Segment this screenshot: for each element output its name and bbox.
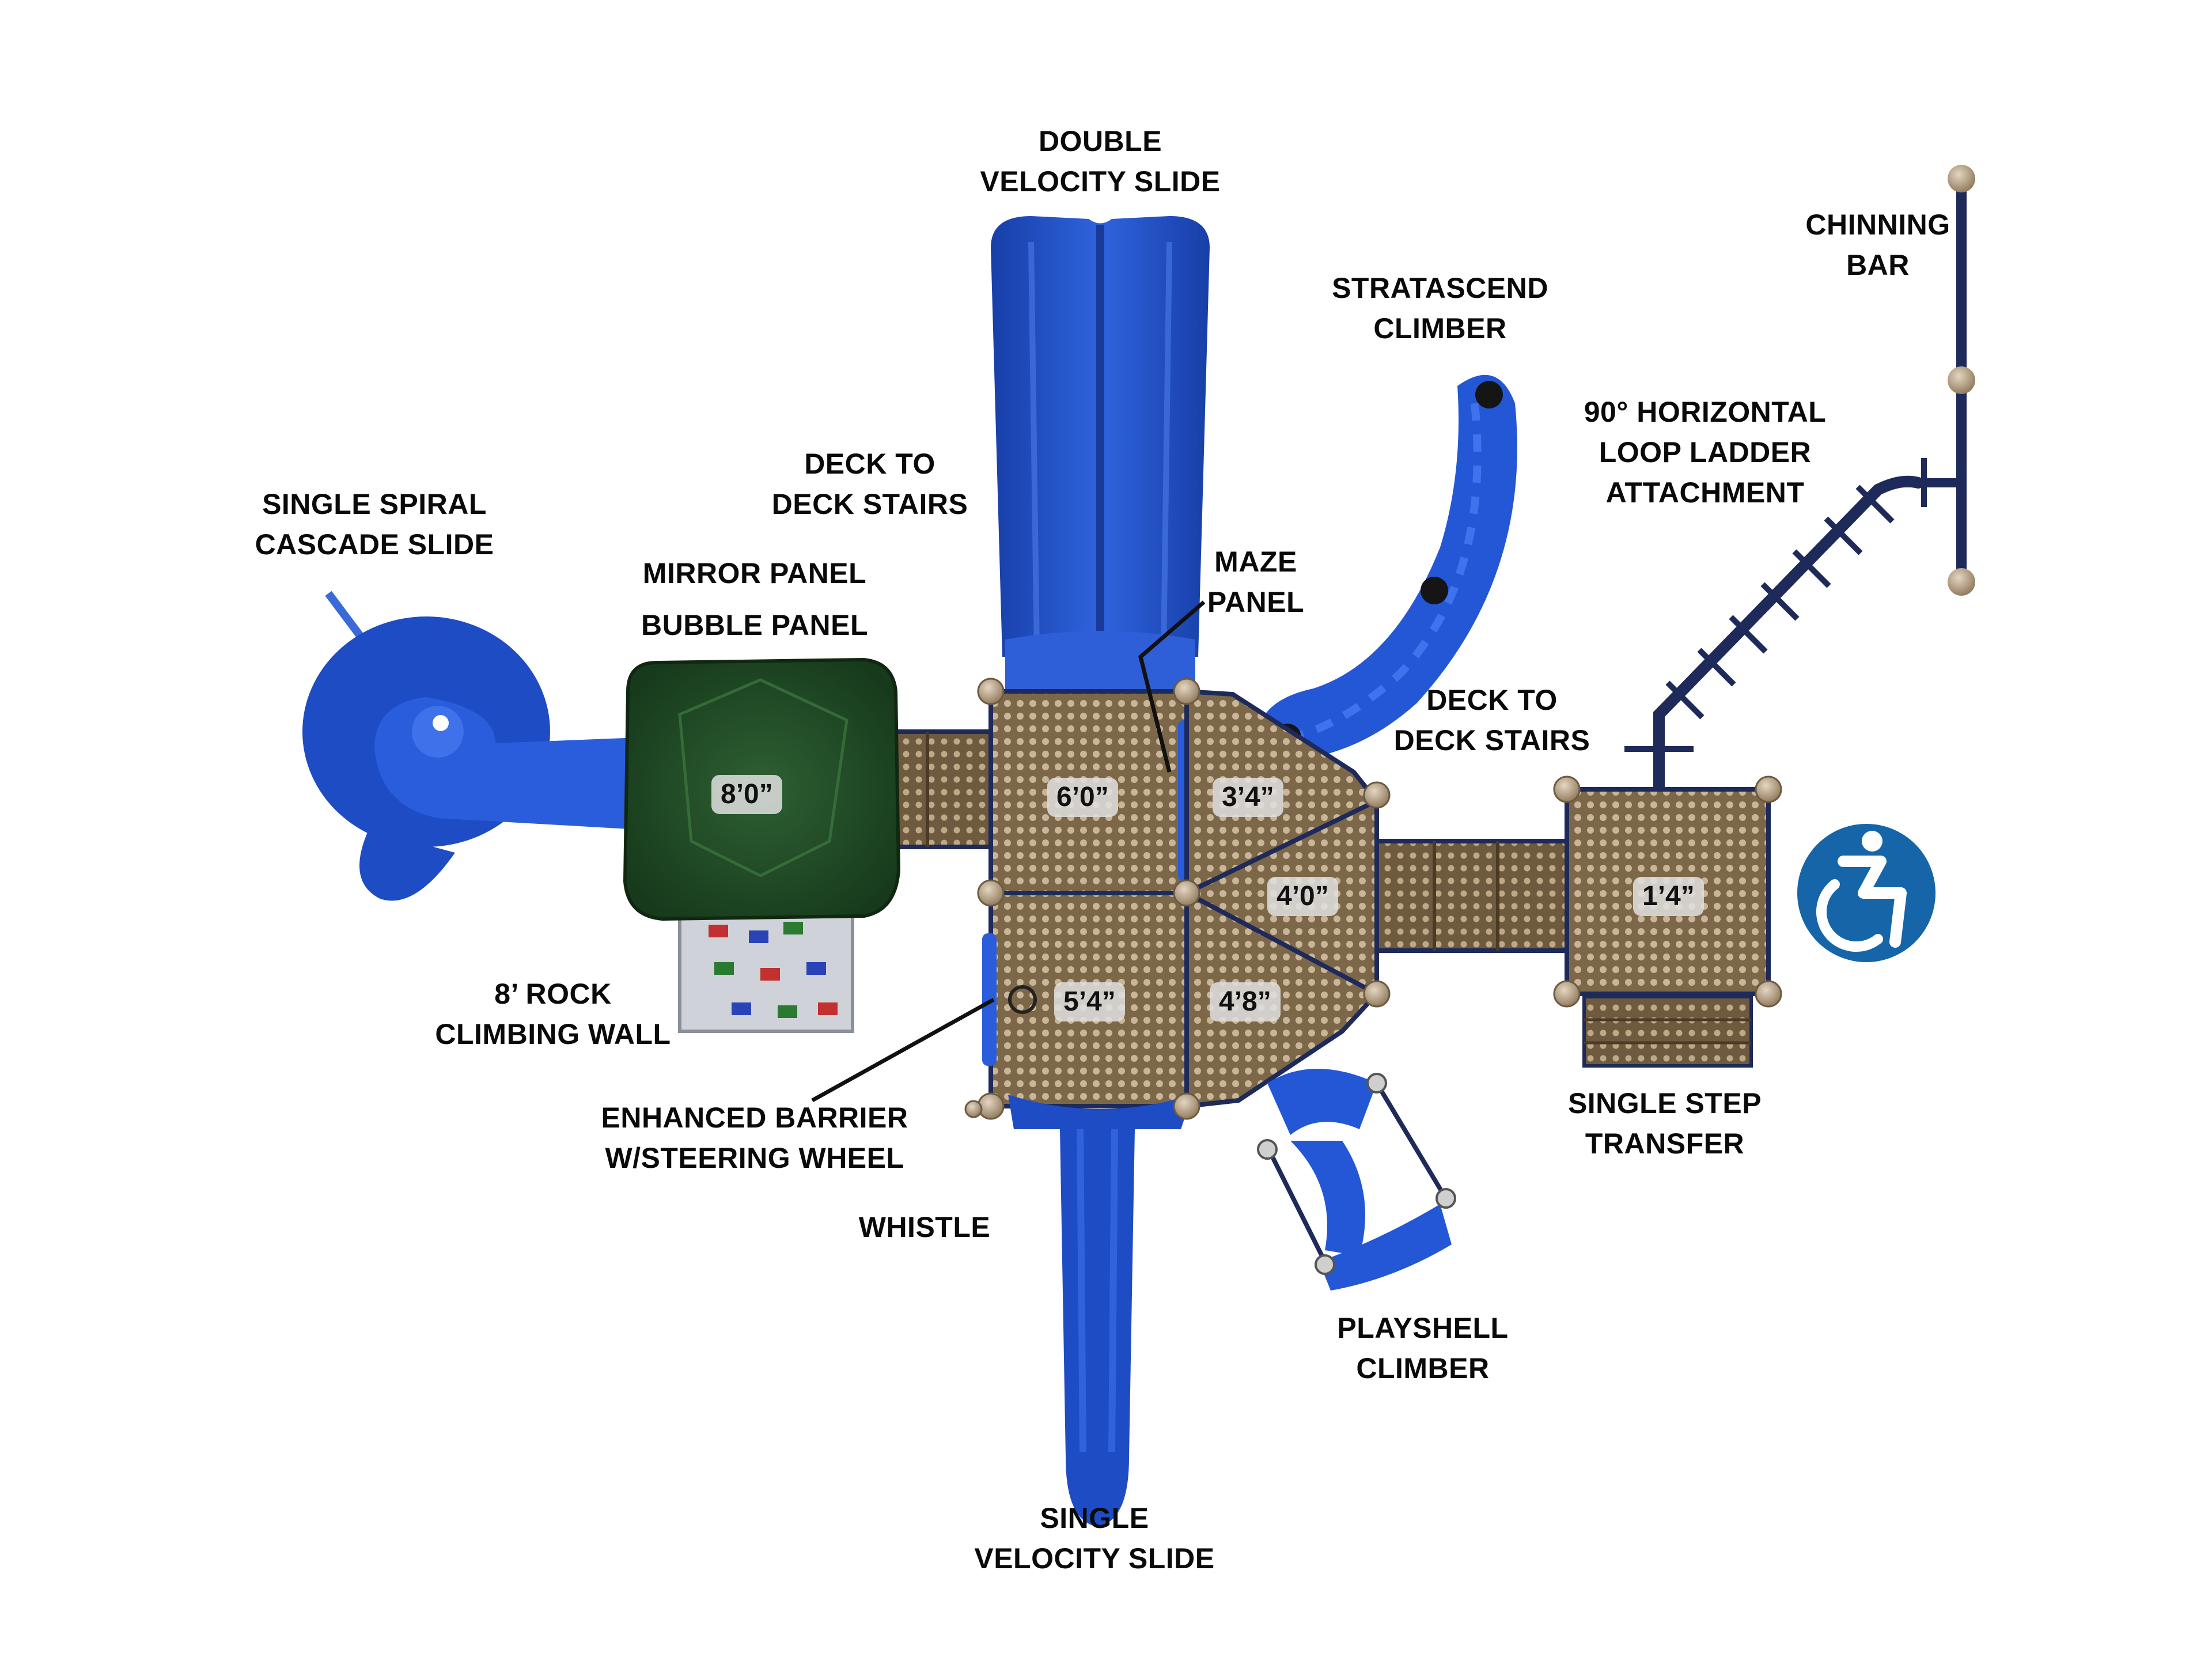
rock-climbing-wall <box>678 897 854 1033</box>
label-single-step-transfer: SINGLE STEP TRANSFER <box>1532 1083 1797 1164</box>
label-double-velocity-slide: DOUBLE VELOCITY SLIDE <box>950 121 1250 202</box>
label-deck-to-deck-stairs-right: DECK TO DECK STAIRS <box>1371 680 1613 760</box>
post-caps <box>964 678 1782 1120</box>
label-line: DECK STAIRS <box>1393 724 1590 756</box>
center-deck <box>982 689 1192 1108</box>
label-line: 8’ ROCK <box>494 978 612 1010</box>
label-line: STRATASCEND <box>1332 272 1548 304</box>
label-maze-panel: MAZE PANEL <box>1175 542 1336 622</box>
label-line: CLIMBER <box>1356 1352 1490 1384</box>
wheelchair-accessibility-icon <box>1797 824 1936 962</box>
label-rock-climbing-wall: 8’ ROCK CLIMBING WALL <box>403 974 703 1054</box>
label-line: CLIMBER <box>1373 312 1507 345</box>
label-line: BUBBLE PANEL <box>641 609 868 641</box>
label-playshell-climber: PLAYSHELL CLIMBER <box>1302 1308 1544 1388</box>
height-tag-tri-middle: 4’0” <box>1267 877 1338 916</box>
label-line: DECK TO <box>1426 684 1558 716</box>
label-deck-to-deck-stairs-left: DECK TO DECK STAIRS <box>749 444 991 524</box>
label-mirror-panel: MIRROR PANEL <box>611 553 899 593</box>
double-velocity-slide <box>991 216 1210 691</box>
label-line: SINGLE <box>1040 1502 1149 1534</box>
single-velocity-slide <box>1008 1095 1192 1527</box>
label-line: PANEL <box>1207 586 1305 618</box>
label-enhanced-barrier: ENHANCED BARRIER W/STEERING WHEEL <box>570 1098 939 1178</box>
label-line: MAZE <box>1214 546 1297 578</box>
label-line: MIRROR PANEL <box>642 557 867 589</box>
label-line: SINGLE SPIRAL <box>262 488 487 520</box>
label-line: TRANSFER <box>1585 1127 1745 1160</box>
height-tag-center-bottom: 5’4” <box>1054 982 1125 1021</box>
label-single-spiral-cascade-slide: SINGLE SPIRAL CASCADE SLIDE <box>219 484 530 565</box>
label-line: BAR <box>1846 249 1910 281</box>
label-single-velocity-slide: SINGLE VELOCITY SLIDE <box>945 1498 1244 1579</box>
label-line: WHISTLE <box>858 1211 991 1243</box>
height-tag-tri-top: 3’4” <box>1213 778 1283 817</box>
horizontal-loop-ladder <box>1624 458 1927 795</box>
label-line: W/STEERING WHEEL <box>605 1142 904 1174</box>
label-line: DECK TO <box>804 448 935 480</box>
label-line: CASCADE SLIDE <box>255 528 494 561</box>
label-line: SINGLE STEP <box>1567 1087 1762 1119</box>
label-horizontal-loop-ladder: 90° HORIZONTAL LOOP LADDER ATTACHMENT <box>1555 392 1855 513</box>
label-whistle: WHISTLE <box>830 1207 1020 1247</box>
label-line: LOOP LADDER <box>1599 436 1812 468</box>
single-spiral-cascade-slide <box>302 591 639 901</box>
label-line: VELOCITY SLIDE <box>974 1542 1215 1575</box>
transfer-deck <box>1565 787 1771 1068</box>
label-stratascend-climber: STRATASCEND CLIMBER <box>1308 268 1573 349</box>
label-line: DOUBLE <box>1038 125 1162 157</box>
height-tag-center-top: 6’0” <box>1047 778 1118 817</box>
leader-lines <box>811 600 1206 1103</box>
label-line: 90° HORIZONTAL <box>1584 396 1827 428</box>
label-bubble-panel: BUBBLE PANEL <box>611 605 899 645</box>
label-line: ENHANCED BARRIER <box>601 1102 908 1134</box>
label-chinning-bar: CHINNING BAR <box>1774 205 1982 285</box>
height-tag-roof-deck: 8’0” <box>711 775 782 814</box>
playshell-climber <box>1257 1069 1456 1291</box>
deck-to-deck-bridge <box>1374 839 1569 953</box>
label-line: CHINNING <box>1805 209 1950 241</box>
height-tag-tri-bottom: 4’8” <box>1210 982 1281 1021</box>
label-line: CLIMBING WALL <box>435 1018 671 1050</box>
label-line: DECK STAIRS <box>771 488 968 520</box>
label-line: VELOCITY SLIDE <box>980 165 1221 198</box>
height-tag-transfer-deck: 1’4” <box>1633 877 1704 916</box>
label-line: PLAYSHELL <box>1337 1312 1509 1344</box>
label-line: ATTACHMENT <box>1605 476 1805 509</box>
